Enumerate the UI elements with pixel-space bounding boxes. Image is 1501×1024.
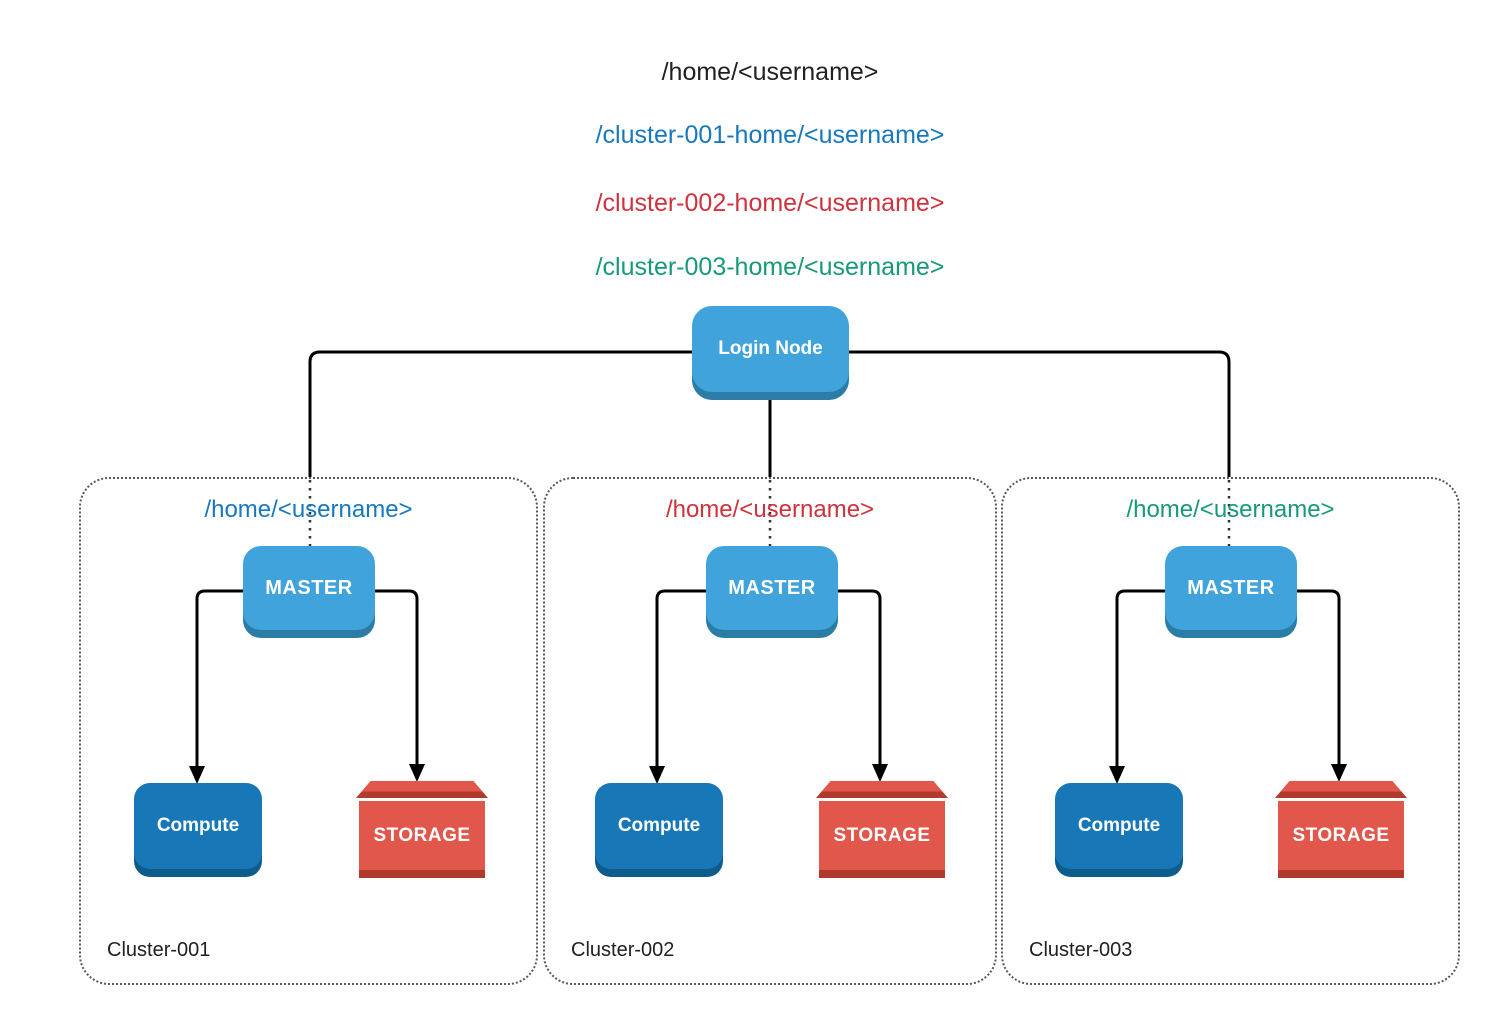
cluster-box-001: /home/<username> MASTER Compute STORAGE … [79, 477, 538, 985]
cluster3-home-path: /home/<username> [1126, 496, 1335, 523]
master-node-2: MASTER [706, 546, 838, 630]
storage-lid-icon [816, 781, 948, 798]
path-label-cluster-001-home: /cluster-001-home/<username> [595, 121, 945, 149]
path-label-cluster-002-home: /cluster-002-home/<username> [595, 189, 945, 217]
compute-node-2-label: Compute [617, 815, 701, 836]
path-label-home: /home/<username> [661, 58, 879, 86]
connector-login-to-cluster1 [308, 350, 692, 477]
storage-lid-icon [356, 781, 488, 798]
compute-node-3-label: Compute [1077, 815, 1161, 836]
compute-node-3: Compute [1055, 783, 1183, 869]
compute-node-2: Compute [595, 783, 723, 869]
storage-body-2: STORAGE [819, 801, 945, 878]
cluster2-home-path: /home/<username> [665, 496, 875, 523]
cluster3-name-label: Cluster-003 [1029, 939, 1133, 961]
connector-login-to-cluster3 [849, 350, 1231, 477]
cluster2-name-label: Cluster-002 [571, 939, 675, 961]
path-label-cluster-003-home: /cluster-003-home/<username> [595, 253, 945, 281]
master-node-1: MASTER [243, 546, 375, 630]
compute-node-1-label: Compute [156, 815, 240, 836]
cluster1-name-label: Cluster-001 [107, 939, 211, 961]
cluster-box-003: /home/<username> MASTER Compute STORAGE … [1001, 477, 1460, 985]
storage-body-1: STORAGE [359, 801, 485, 878]
storage-node-3: STORAGE [1275, 781, 1407, 878]
storage-node-1-label: STORAGE [373, 824, 471, 846]
master-node-3-label: MASTER [1187, 576, 1275, 599]
storage-node-2-label: STORAGE [833, 824, 931, 846]
master-node-3: MASTER [1165, 546, 1297, 630]
master-node-1-label: MASTER [265, 576, 353, 599]
login-node-label: Login Node [718, 338, 823, 359]
storage-node-2: STORAGE [816, 781, 948, 878]
master-node-2-label: MASTER [728, 576, 816, 599]
storage-node-3-label: STORAGE [1292, 824, 1390, 846]
cluster-box-002: /home/<username> MASTER Compute STORAGE … [543, 477, 997, 985]
compute-node-1: Compute [134, 783, 262, 869]
storage-node-1: STORAGE [356, 781, 488, 878]
storage-lid-icon [1275, 781, 1407, 798]
storage-body-3: STORAGE [1278, 801, 1404, 878]
cluster1-home-path: /home/<username> [204, 496, 413, 523]
login-node: Login Node [692, 306, 849, 392]
